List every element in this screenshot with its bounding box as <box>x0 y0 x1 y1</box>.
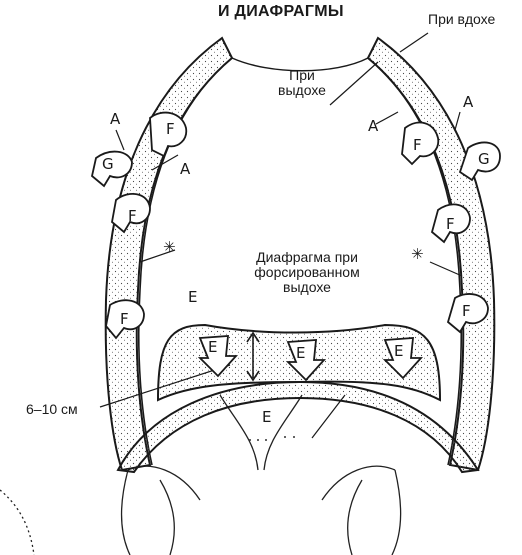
dotted-marks <box>249 436 295 441</box>
marker-g-right: G <box>478 150 490 168</box>
marker-f-left-upper: F <box>166 120 175 138</box>
marker-star-left: ✳ <box>163 238 176 256</box>
marker-e-center: E <box>296 344 305 362</box>
label-exhale: При выдохе <box>262 68 342 98</box>
lower-lobes <box>0 395 401 555</box>
marker-g-left: G <box>102 155 114 173</box>
label-forced-exhale: Диафрагма при форсированном выдохе <box>232 250 382 295</box>
marker-f-left-low: F <box>120 310 129 328</box>
marker-f-left-mid: F <box>128 207 137 225</box>
label-forced-line1: Диафрагма при <box>232 250 382 265</box>
label-forced-line3: выдохе <box>232 280 382 295</box>
marker-e-lower: E <box>262 408 271 426</box>
marker-f-right-mid: F <box>446 215 455 233</box>
marker-star-right: ✳ <box>411 245 424 263</box>
label-exhale-line2: выдохе <box>262 83 342 98</box>
marker-e-upper: E <box>188 288 197 306</box>
marker-a-left-outer: A <box>110 110 120 128</box>
marker-a-left-inner: A <box>180 160 190 178</box>
marker-f-right-low: F <box>462 302 471 320</box>
marker-e-left: E <box>208 338 217 356</box>
label-distance: 6–10 см <box>26 402 78 417</box>
label-forced-line2: форсированном <box>232 265 382 280</box>
diagram-title: И ДИАФРАГМЫ <box>218 4 344 19</box>
marker-e-right: E <box>394 342 403 360</box>
marker-a-right-outer: A <box>463 93 473 111</box>
label-inhale: При вдохе <box>428 12 495 27</box>
marker-f-right-upper: F <box>413 136 422 154</box>
marker-a-right-inner: A <box>368 117 378 135</box>
label-exhale-line1: При <box>262 68 342 83</box>
inhale-diaphragm <box>118 382 478 472</box>
